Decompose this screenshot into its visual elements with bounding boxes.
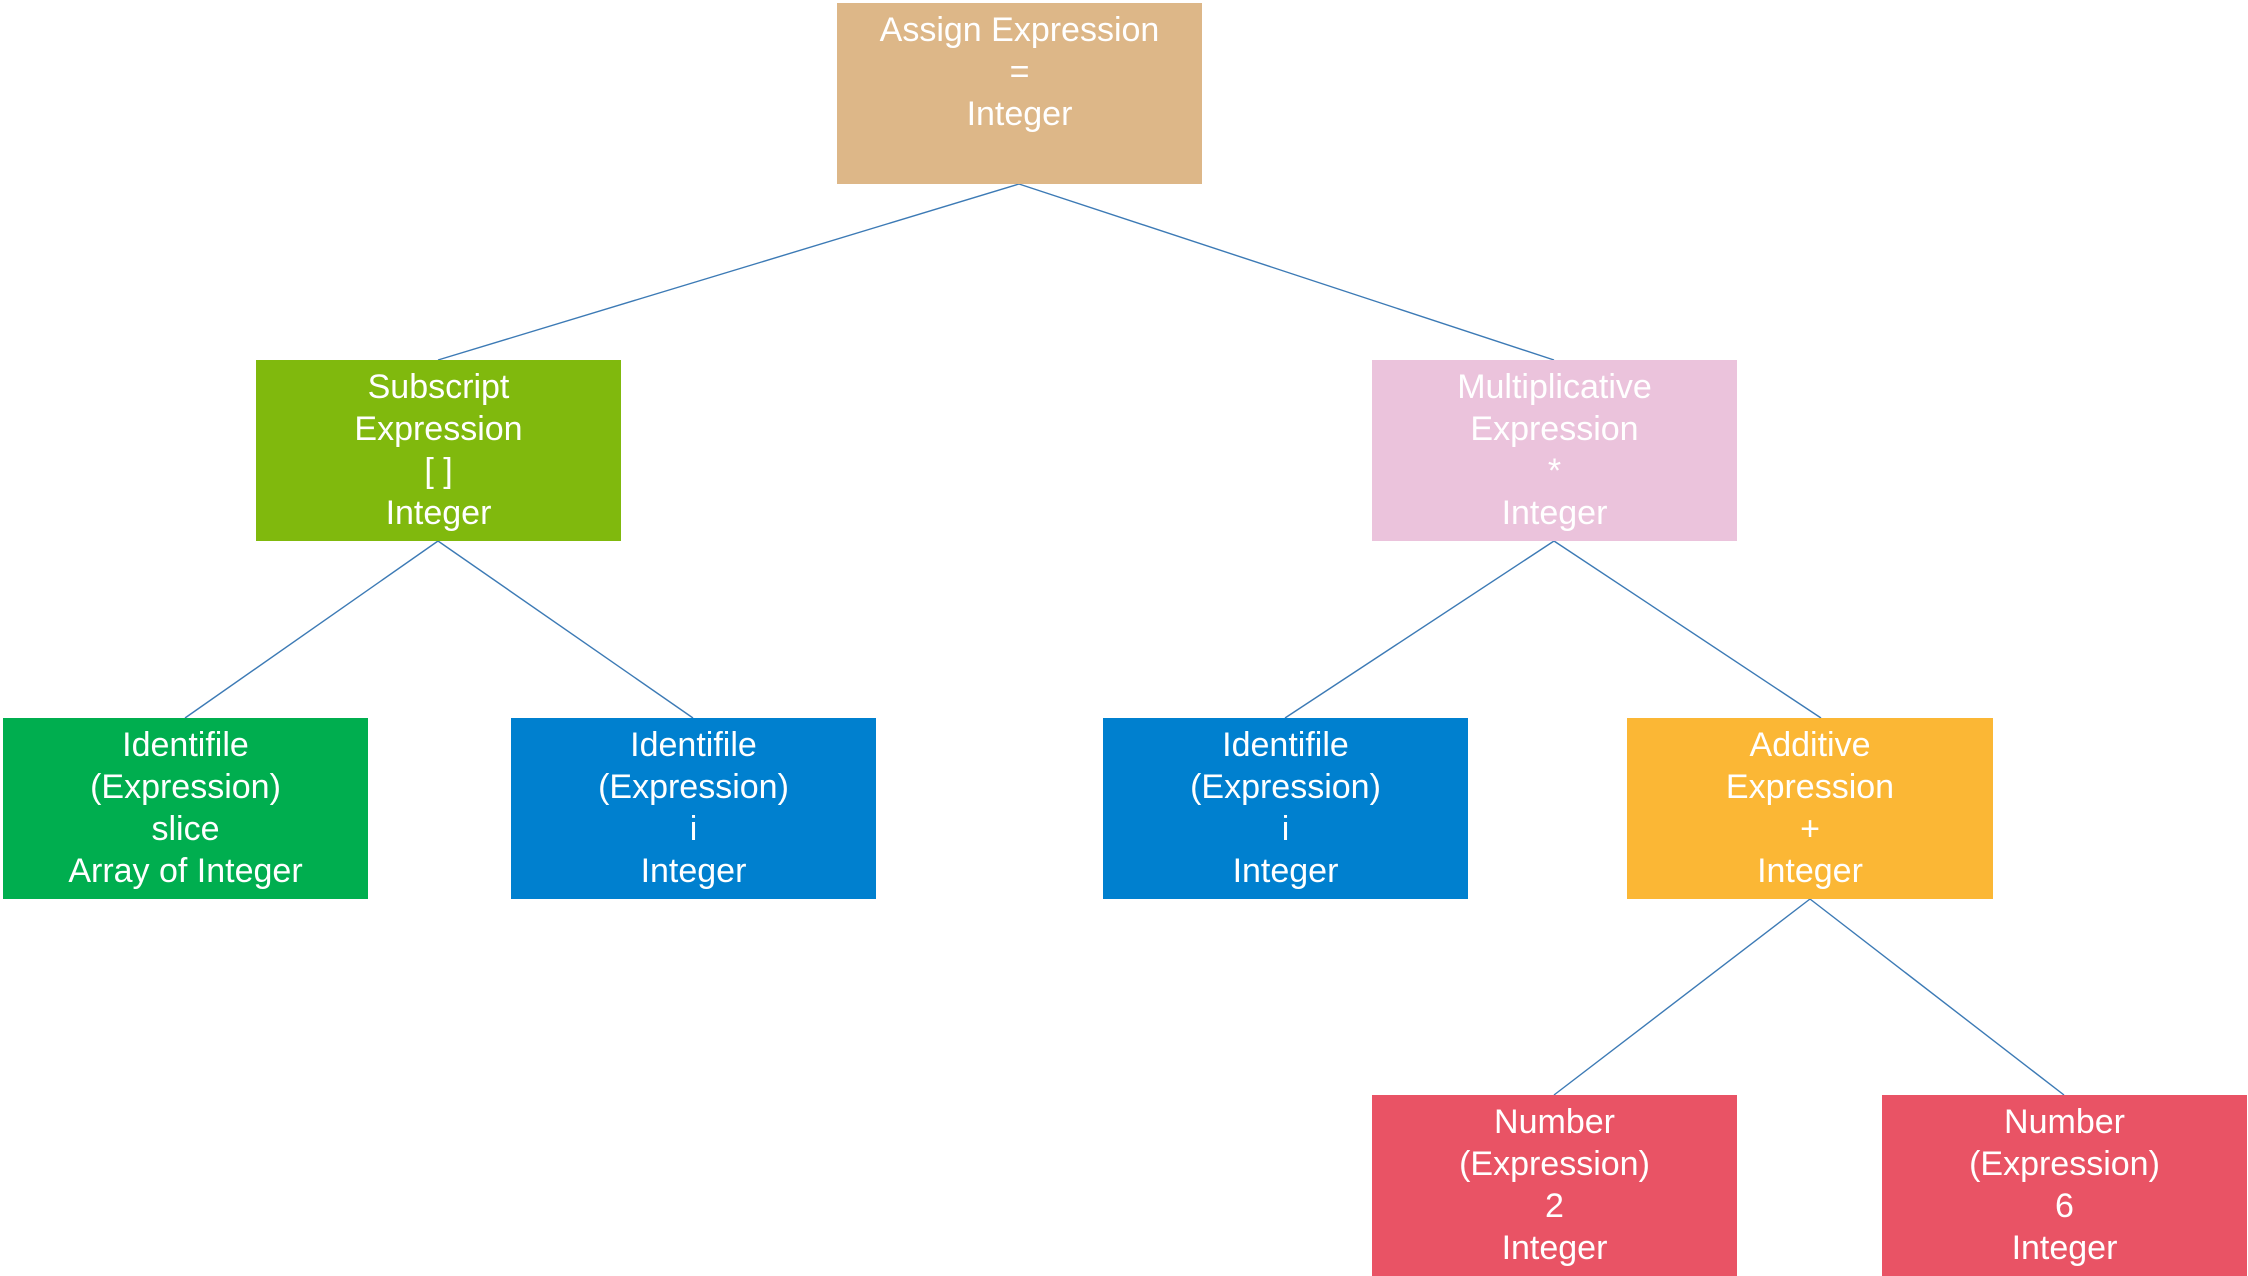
node-identifier-slice: Identifile (Expression) slice Array of I… (3, 718, 368, 899)
edge-assign-multiplicative (1018, 183, 1555, 361)
node-label-line: = (1009, 53, 1030, 91)
node-label-line: 2 (1545, 1187, 1564, 1225)
node-label-line: Expression (354, 410, 523, 448)
node-label-line: (Expression) (1969, 1145, 2160, 1183)
node-label-line: (Expression) (598, 768, 789, 806)
node-label-line: Identifile (630, 726, 757, 764)
node-label-line: * (1547, 452, 1562, 490)
node-label-line: 6 (2055, 1187, 2074, 1225)
node-label-line: Integer (1501, 494, 1608, 532)
node-number-6: Number (Expression) 6 Integer (1882, 1095, 2247, 1276)
edge-multiplicative-additive (1553, 540, 1822, 719)
node-label-line: slice (151, 810, 220, 848)
edge-multiplicative-identifier-i (1284, 540, 1555, 719)
node-identifier-i-right: Identifile (Expression) i Integer (1103, 718, 1468, 899)
node-label-line: Integer (2011, 1229, 2118, 1267)
edge-assign-subscript (437, 183, 1020, 361)
node-label-line: Integer (966, 95, 1073, 133)
node-multiplicative-expression: Multiplicative Expression * Integer (1372, 360, 1737, 541)
edge-subscript-identifier-i (437, 540, 694, 719)
node-label-line: Integer (1232, 852, 1339, 890)
edge-subscript-identifier-slice (184, 540, 439, 719)
node-label-line: Expression (1470, 410, 1639, 448)
node-label-line: (Expression) (1190, 768, 1381, 806)
node-label-line: Number (2004, 1103, 2125, 1141)
node-label-line: Integer (1757, 852, 1863, 890)
node-label-line: Integer (385, 494, 492, 532)
edge-additive-number-6 (1809, 898, 2065, 1096)
node-additive-expression: Additive Expression + Integer (1627, 718, 1993, 899)
node-label-line: Integer (640, 852, 747, 890)
node-label-line: + (1800, 810, 1820, 848)
node-label-line: Number (1494, 1103, 1615, 1141)
node-label-line: i (1281, 810, 1290, 848)
node-identifier-i-left: Identifile (Expression) i Integer (511, 718, 876, 899)
node-label-line: (Expression) (90, 768, 281, 806)
edge-additive-number-2 (1553, 898, 1811, 1096)
node-label-line: i (689, 810, 698, 848)
node-label-line: Subscript (367, 368, 510, 406)
node-label-line: [ ] (424, 452, 453, 490)
node-subscript-expression: Subscript Expression [ ] Integer (256, 360, 621, 541)
node-label-line: Multiplicative (1457, 368, 1652, 406)
node-label-line: Integer (1501, 1229, 1608, 1267)
node-assign-expression: Assign Expression = Integer (837, 3, 1202, 184)
node-label-line: Expression (1725, 768, 1895, 806)
node-label-line: Identifile (122, 726, 249, 764)
node-label-line: Assign Expression (879, 11, 1160, 49)
node-label-line: Array of Integer (68, 852, 303, 890)
node-label-line: Identifile (1222, 726, 1349, 764)
node-number-2: Number (Expression) 2 Integer (1372, 1095, 1737, 1276)
node-label-line: (Expression) (1459, 1145, 1650, 1183)
node-label-line: Additive (1749, 726, 1871, 764)
